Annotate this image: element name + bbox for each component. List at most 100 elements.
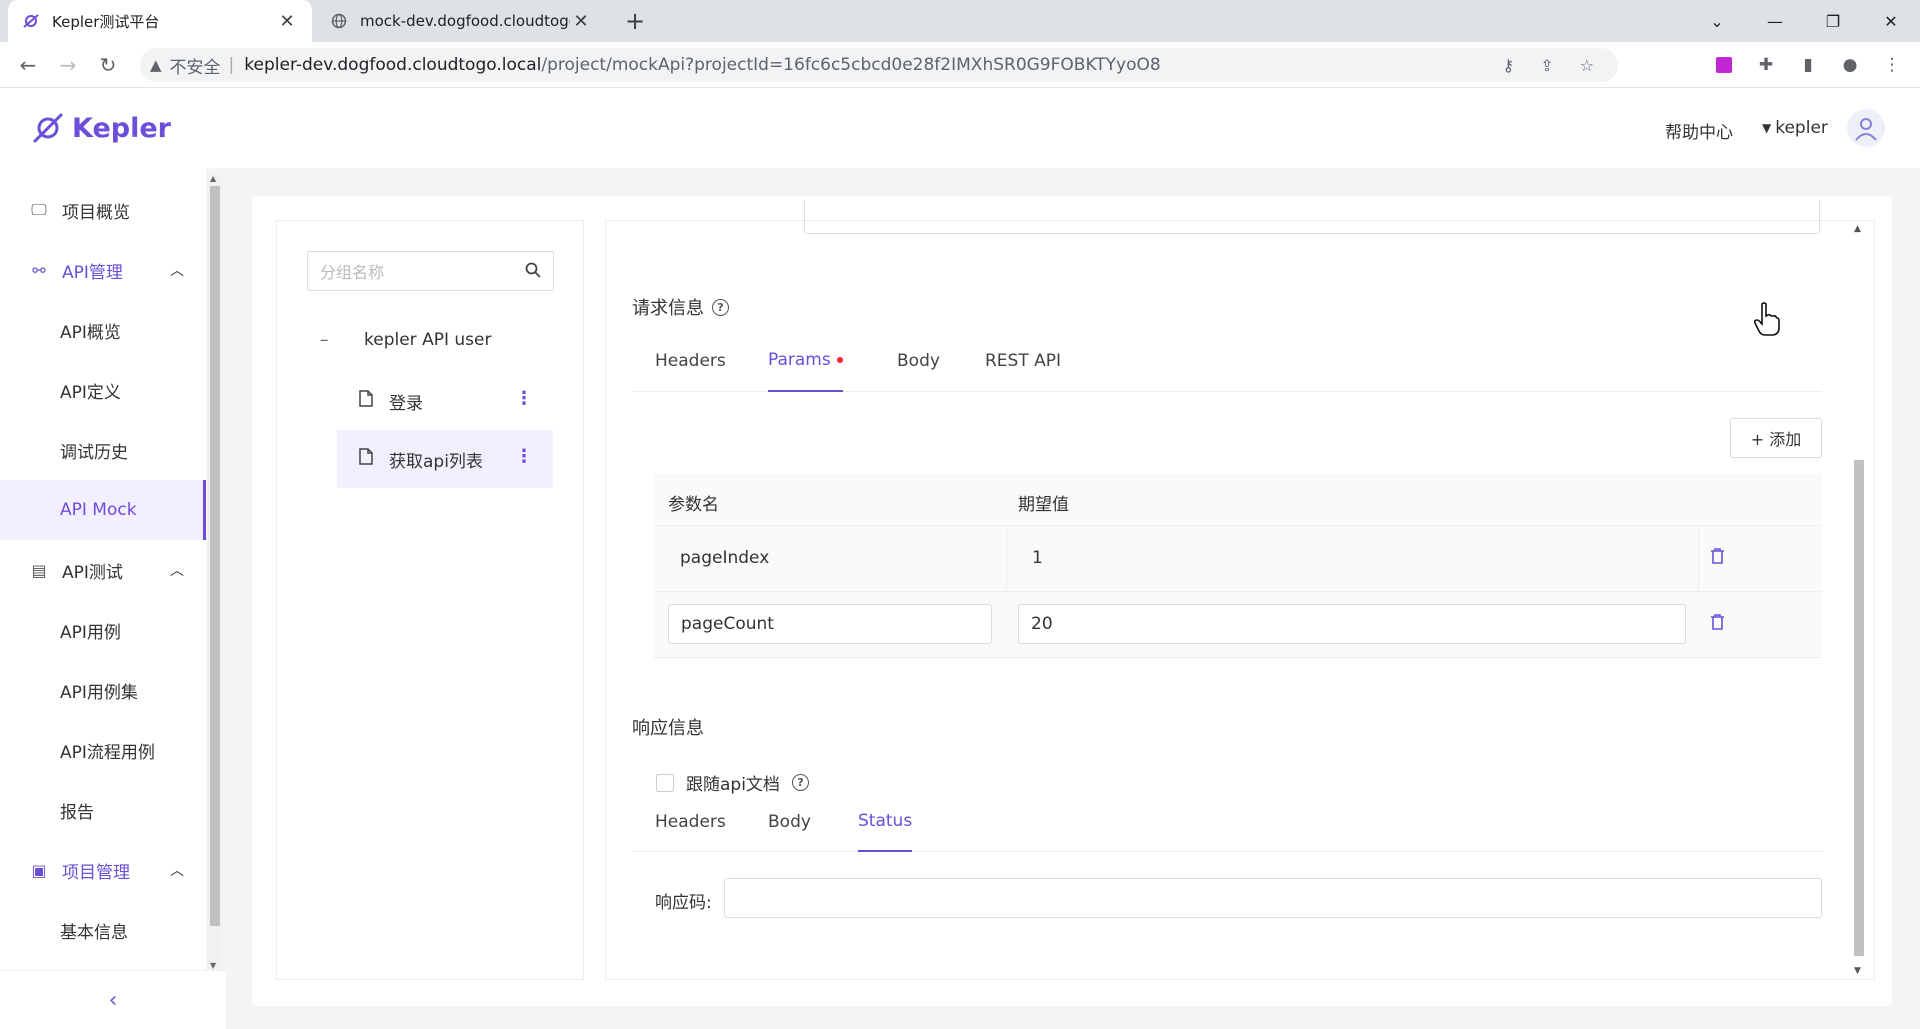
response-info-title: 响应信息 <box>632 714 704 740</box>
scroll-up-icon[interactable]: ▲ <box>1854 224 1861 234</box>
forward-icon[interactable]: → <box>59 53 77 77</box>
reload-icon[interactable]: ↻ <box>99 53 117 77</box>
new-tab-icon[interactable]: + <box>624 7 646 35</box>
globe-icon <box>330 12 348 30</box>
maximize-icon[interactable]: ❐ <box>1825 11 1841 31</box>
help-center-link[interactable]: 帮助中心 <box>1665 123 1733 143</box>
sidepanel-icon[interactable]: ▮ <box>1803 55 1813 75</box>
close-window-icon[interactable]: ✕ <box>1884 11 1898 31</box>
param-name-input[interactable]: pageCount <box>668 604 992 644</box>
group-search-input[interactable]: 分组名称 <box>307 251 554 291</box>
scrollbar-thumb[interactable] <box>1854 460 1864 956</box>
tab-title: Kepler测试平台 <box>52 12 160 31</box>
kepler-logo[interactable]: Kepler <box>32 112 171 144</box>
sidebar-item-api-cases[interactable]: API用例 <box>0 600 206 660</box>
table-row[interactable]: pageIndex 1 <box>654 526 1822 592</box>
checkbox[interactable] <box>656 773 674 792</box>
sidebar-item-label: API用例集 <box>60 682 138 703</box>
scroll-down-icon[interactable]: ▼ <box>210 961 217 970</box>
star-icon[interactable]: ☆ <box>1579 55 1594 75</box>
search-icon[interactable] <box>525 262 541 282</box>
back-icon[interactable]: ← <box>19 53 37 77</box>
scroll-down-icon[interactable]: ▼ <box>1854 966 1861 976</box>
kepler-logo-icon <box>33 113 63 143</box>
sidebar-item-label: 项目管理 <box>62 862 130 883</box>
param-value-input[interactable]: 20 <box>1018 604 1686 644</box>
sidebar-item-basic-info[interactable]: 基本信息 <box>0 900 206 960</box>
sidebar-item-api-overview[interactable]: API概览 <box>0 300 206 360</box>
sidebar-item-api-case-suites[interactable]: API用例集 <box>0 660 206 720</box>
detail-scrollbar[interactable]: ▲ ▼ <box>1848 224 1870 976</box>
divider: | <box>228 55 235 75</box>
browser-tab-kepler[interactable]: Kepler测试平台 ✕ <box>8 0 312 42</box>
browser-tab-mock[interactable]: mock-dev.dogfood.cloudtogo ✕ <box>316 0 606 42</box>
help-circle-icon[interactable]: ? <box>712 298 729 316</box>
param-name-cell[interactable]: pageIndex <box>680 548 770 568</box>
tab-title: mock-dev.dogfood.cloudtogo <box>360 12 570 30</box>
tree-leaf-get-api-list[interactable]: 获取api列表 ⋮ <box>337 430 553 488</box>
sidebar-item-label: API测试 <box>62 562 123 583</box>
delete-icon[interactable] <box>1710 614 1725 635</box>
avatar[interactable] <box>1847 109 1885 147</box>
tree-root-node[interactable]: – kepler API user <box>320 330 491 350</box>
tab-request-params[interactable]: Params <box>768 330 843 392</box>
tab-label: Body <box>768 812 811 832</box>
user-icon <box>1855 118 1877 141</box>
table-row[interactable]: pageCount 20 <box>654 592 1822 658</box>
sidebar: 🖵 项目概览 ⚯ API管理 ︿ API概览 API定义 调试历史 API Mo… <box>0 168 206 1029</box>
sidebar-scrollbar[interactable]: ▲ ▼ <box>208 174 222 970</box>
sidebar-item-api-testing[interactable]: ▤ API测试 ︿ <box>0 540 206 600</box>
tab-search-icon[interactable]: ⌄ <box>1710 11 1724 31</box>
minimize-icon[interactable]: — <box>1767 11 1783 31</box>
tab-request-headers[interactable]: Headers <box>655 330 726 392</box>
modified-dot-icon <box>836 357 843 363</box>
hand-cursor-icon <box>1753 302 1780 340</box>
sidebar-collapse-button[interactable]: ‹ <box>0 970 226 1029</box>
extension-icon[interactable] <box>1710 51 1738 79</box>
tab-label: Body <box>897 351 940 371</box>
param-value-cell[interactable]: 1 <box>1032 548 1043 568</box>
close-tab-icon[interactable]: ✕ <box>573 10 589 32</box>
mock-name-input[interactable] <box>804 200 1820 234</box>
column-divider <box>1698 526 1699 592</box>
username: kepler <box>1775 118 1828 138</box>
sidebar-item-project-management[interactable]: ▣ 项目管理 ︿ <box>0 840 206 900</box>
add-param-button[interactable]: + 添加 <box>1730 418 1822 458</box>
tab-response-body[interactable]: Body <box>768 792 811 852</box>
more-vertical-icon[interactable]: ⋮ <box>515 388 533 409</box>
sidebar-item-api-definition[interactable]: API定义 <box>0 360 206 420</box>
response-code-input[interactable] <box>724 878 1822 918</box>
delete-icon[interactable] <box>1710 548 1725 569</box>
close-tab-icon[interactable]: ✕ <box>279 10 295 32</box>
checkbox-label: 跟随api文档 <box>686 775 780 795</box>
profile-icon[interactable]: ● <box>1842 55 1858 75</box>
follow-api-doc-checkbox[interactable]: 跟随api文档 ? <box>656 770 809 795</box>
user-menu[interactable]: ▼ kepler <box>1762 118 1828 138</box>
tree-leaf-label: 获取api列表 <box>389 451 483 472</box>
tab-response-status[interactable]: Status <box>858 792 913 852</box>
kepler-favicon-icon <box>22 12 40 30</box>
column-header-param-name: 参数名 <box>668 495 719 515</box>
sidebar-item-debug-history[interactable]: 调试历史 <box>0 420 206 480</box>
help-circle-icon[interactable]: ? <box>791 774 809 791</box>
tab-request-rest-api[interactable]: REST API <box>985 330 1061 392</box>
puzzle-icon[interactable]: ✚ <box>1758 55 1774 75</box>
tab-request-body[interactable]: Body <box>897 330 940 392</box>
address-bar[interactable]: ▲ 不安全 | kepler-dev.dogfood.cloudtogo.loc… <box>140 48 1618 82</box>
sidebar-item-api-flow-cases[interactable]: API流程用例 <box>0 720 206 780</box>
tree-leaf-login[interactable]: 登录 ⋮ <box>337 372 553 430</box>
more-vertical-icon[interactable]: ⋮ <box>515 446 533 467</box>
sidebar-item-api-mock[interactable]: API Mock <box>0 480 206 540</box>
scrollbar-thumb[interactable] <box>210 186 220 926</box>
board-icon: ▣ <box>31 860 47 880</box>
collapse-node-icon[interactable]: – <box>320 330 329 350</box>
sidebar-item-reports[interactable]: 报告 <box>0 780 206 840</box>
scroll-up-icon[interactable]: ▲ <box>210 174 217 183</box>
share-icon[interactable]: ⇪ <box>1540 55 1554 75</box>
key-icon[interactable]: ⚷ <box>1502 55 1515 75</box>
sidebar-item-project-overview[interactable]: 🖵 项目概览 <box>0 180 206 240</box>
menu-icon[interactable]: ⋮ <box>1883 55 1901 75</box>
sidebar-item-api-management[interactable]: ⚯ API管理 ︿ <box>0 240 206 300</box>
tab-response-headers[interactable]: Headers <box>655 792 726 852</box>
clipboard-icon: ▤ <box>31 560 47 580</box>
